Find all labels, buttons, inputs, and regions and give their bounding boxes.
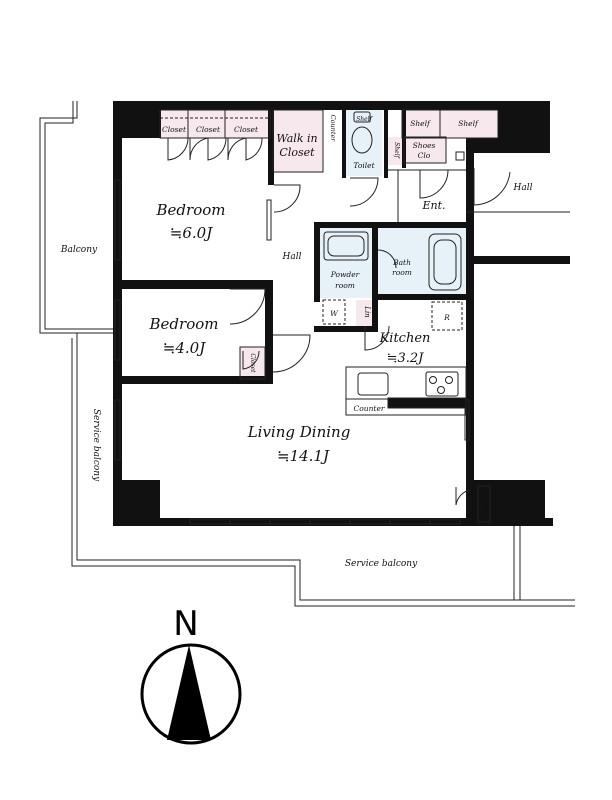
shelf-left-label: Shelf	[410, 119, 431, 128]
walk-in-closet-label-1: Walk in	[276, 132, 317, 145]
bedroom-6-size: ≒6.0J	[170, 224, 213, 242]
doors	[167, 137, 511, 506]
hall-inner-label: Hall	[282, 252, 302, 262]
powder-sink	[323, 231, 369, 261]
kitchen-size: ≒3.2J	[387, 351, 425, 366]
counter-kitchen-label: Counter	[354, 404, 385, 413]
closet-label-2: Closet	[196, 125, 221, 134]
washer-space	[322, 299, 346, 325]
fridge-label: R	[443, 313, 450, 322]
walls	[113, 101, 570, 526]
walk-in-closet-label-2: Closet	[279, 146, 315, 159]
fixture-labels: Closet Closet Closet Closet Counter Coun…	[162, 115, 490, 518]
fridge-space	[431, 301, 463, 331]
fill-areas	[160, 108, 498, 522]
balcony-label: Balcony	[60, 245, 98, 255]
powder-room-label-1: Powder	[330, 270, 360, 279]
shelf-right-label: Shelf	[458, 119, 479, 128]
bath-room-label-2: room	[392, 268, 412, 277]
closet-small-label: Closet	[249, 353, 256, 373]
living-dining-size: ≒14.1J	[277, 447, 330, 465]
service-balcony-south-label: Service balcony	[345, 559, 418, 569]
entrance-label: Ent.	[421, 199, 445, 212]
room-labels: Bedroom ≒6.0J Bedroom ≒4.0J Living Dinin…	[60, 132, 533, 569]
living-dining-label: Living Dining	[247, 423, 351, 441]
closet-label-1: Closet	[162, 125, 187, 134]
toilet-label: Toilet	[353, 161, 375, 170]
service-balcony-west-label: Service balcony	[91, 409, 101, 482]
cooktop	[425, 371, 459, 397]
storage-label: Storage	[482, 491, 490, 517]
closet-label-3: Closet	[234, 125, 259, 134]
shoes-label-2: Clo	[418, 151, 431, 160]
powder-room-label-2: room	[335, 281, 355, 290]
balcony-outline	[39, 101, 575, 607]
compass-circle	[140, 643, 242, 745]
shoes-label-1: Shoes	[413, 141, 436, 150]
toilet-bowl	[351, 126, 373, 154]
bathtub	[428, 233, 462, 291]
north-arrow-icon	[167, 645, 211, 740]
hall-outer-label: Hall	[513, 183, 533, 193]
bedroom-4-label: Bedroom	[149, 315, 219, 333]
shelf-side-label: Shelf	[393, 142, 400, 159]
linen-label: Lin	[363, 305, 371, 318]
north-label: N	[173, 604, 198, 644]
compass: N	[140, 604, 242, 745]
bath-room-label-1: Bath	[392, 258, 411, 267]
fixtures	[322, 111, 467, 409]
bedroom-4-size: ≒4.0J	[163, 339, 206, 357]
shelf-toilet-label: Shelf	[356, 116, 373, 123]
kitchen-sink	[357, 372, 389, 396]
kitchen-label: Kitchen	[379, 331, 431, 346]
bedroom-6-label: Bedroom	[156, 201, 226, 219]
counter-toilet-label: Counter	[329, 115, 337, 143]
washer-label: W	[330, 309, 339, 318]
